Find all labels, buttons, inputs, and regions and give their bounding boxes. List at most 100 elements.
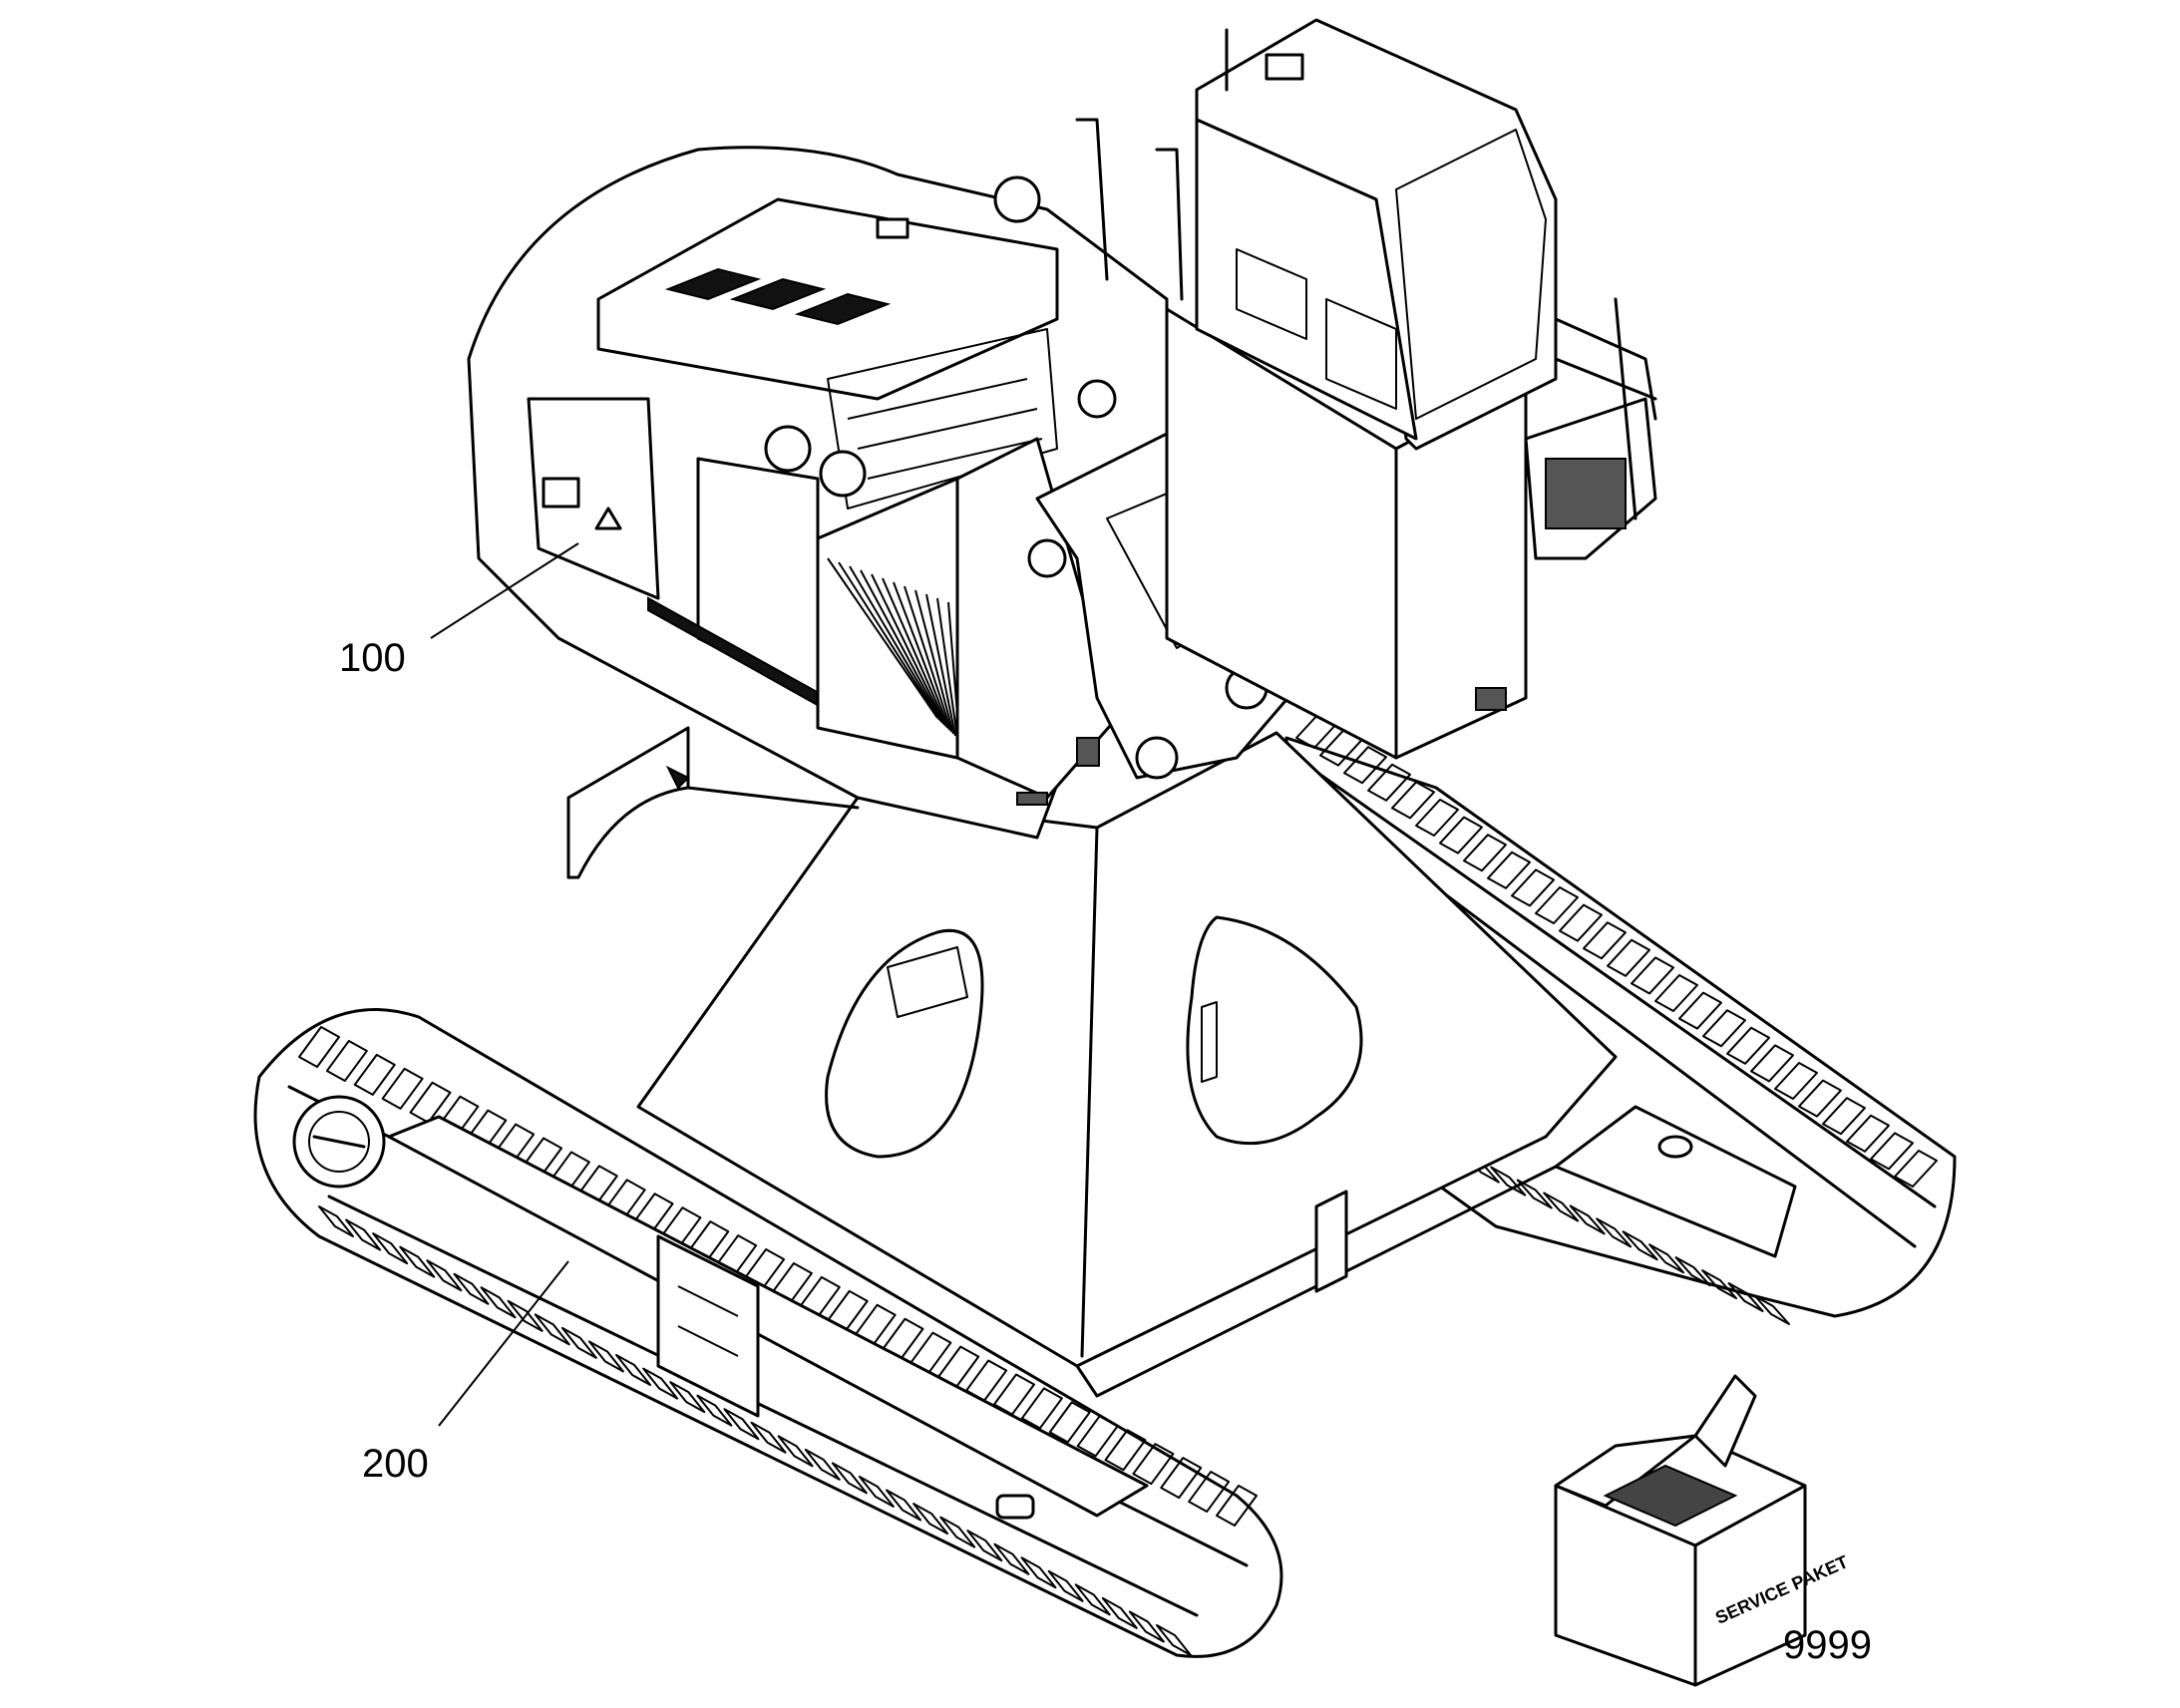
track-shoe xyxy=(1047,1569,1084,1602)
track-shoe xyxy=(1343,746,1387,785)
track-shoe xyxy=(1048,1401,1091,1444)
track-shoe xyxy=(1020,1556,1057,1589)
track-shoe xyxy=(642,1367,679,1400)
track-shoe xyxy=(1511,868,1555,907)
track-shoe xyxy=(966,1530,1003,1562)
track-shoe xyxy=(1439,816,1483,854)
track-shoe xyxy=(1701,1269,1738,1300)
track-shoe xyxy=(1104,1429,1147,1472)
track-shoe xyxy=(1754,1295,1790,1325)
track-shoe xyxy=(372,1232,409,1265)
grille-slat xyxy=(827,557,938,719)
track-shoe xyxy=(939,1516,976,1548)
track-shoe xyxy=(1367,763,1411,802)
leader-line-100 xyxy=(430,542,579,639)
track-shoe xyxy=(507,1299,544,1332)
track-shoe xyxy=(1101,1596,1138,1629)
track-shoe xyxy=(1535,886,1579,924)
track-shoe xyxy=(318,1205,354,1237)
track-shoe xyxy=(1516,1179,1553,1209)
track-shoe xyxy=(1727,1282,1764,1313)
track-shoe xyxy=(480,1286,517,1319)
callout-label-100: 100 xyxy=(339,636,406,680)
track-shoe xyxy=(1132,1443,1175,1486)
track-shoe xyxy=(1216,1485,1258,1527)
track-shoe xyxy=(399,1245,436,1278)
track-shoe xyxy=(1596,1217,1633,1248)
grille-slat xyxy=(936,597,958,739)
upper-carriage xyxy=(467,18,1657,840)
track-shoe xyxy=(1487,851,1531,889)
track-shoe xyxy=(1846,1114,1890,1153)
grille-slat xyxy=(849,565,942,723)
track-shoe xyxy=(1648,1243,1685,1274)
grille-slat xyxy=(871,573,946,727)
track-shoe xyxy=(1674,1256,1711,1287)
service-box: SERVICE PAKET xyxy=(1554,1374,1851,1687)
grille-slat xyxy=(882,577,948,729)
track-shoe xyxy=(1569,1204,1606,1235)
track-shoe xyxy=(1490,1166,1527,1196)
track-shoe xyxy=(750,1421,787,1454)
track-shoe xyxy=(886,1489,922,1522)
track-shoe xyxy=(298,1026,340,1068)
leader-line-200 xyxy=(438,1260,569,1427)
track-shoe xyxy=(426,1259,463,1292)
track-shoe xyxy=(831,1462,868,1495)
track-shoe xyxy=(1583,921,1627,960)
track-shoe xyxy=(453,1272,490,1305)
track-shoe xyxy=(1702,1009,1746,1048)
track-shoe xyxy=(1774,1062,1818,1100)
track-shoe xyxy=(912,1503,949,1536)
left-crawler-track xyxy=(253,1008,1283,1658)
grille-slat xyxy=(914,589,954,735)
track-shoe xyxy=(1076,1415,1119,1458)
track-shoe xyxy=(381,1067,424,1110)
undercarriage-frame xyxy=(566,726,1618,1398)
track-shoe xyxy=(534,1313,570,1346)
track-shoe xyxy=(1020,1387,1063,1430)
grille-slat xyxy=(925,593,956,737)
grille-slat xyxy=(838,561,940,721)
track-shoe xyxy=(1870,1132,1914,1171)
track-shoe xyxy=(1622,1230,1658,1261)
track-shoe xyxy=(615,1354,652,1387)
track-shoe xyxy=(1726,1026,1770,1065)
track-shoe xyxy=(1415,799,1459,837)
track-shoe xyxy=(1631,956,1674,995)
track-shoe xyxy=(993,1542,1030,1575)
track-shoe xyxy=(587,1340,624,1373)
callout-label-200: 200 xyxy=(362,1442,429,1486)
track-shoe xyxy=(1678,991,1722,1030)
track-shoe xyxy=(723,1408,760,1441)
grille-slat xyxy=(860,569,944,725)
track-shoe xyxy=(1654,974,1698,1012)
track-shoe xyxy=(1074,1583,1111,1616)
track-shoe xyxy=(1128,1610,1165,1643)
track-shoe xyxy=(696,1394,733,1427)
track-shoe xyxy=(1750,1044,1794,1083)
track-shoe xyxy=(1607,938,1650,977)
track-shoe xyxy=(777,1435,814,1468)
track-shoe xyxy=(804,1448,841,1481)
callout-label-9999: 9999 xyxy=(1783,1623,1872,1667)
track-shoe xyxy=(669,1381,706,1414)
track-shoe xyxy=(858,1475,895,1508)
track-shoe xyxy=(1160,1457,1203,1500)
grille-slat xyxy=(904,585,952,733)
grille-slat xyxy=(893,581,950,731)
track-shoe xyxy=(345,1218,382,1251)
track-shoe xyxy=(409,1081,452,1124)
track-shoe xyxy=(1798,1079,1842,1118)
track-shoe xyxy=(1822,1097,1866,1136)
track-shoe xyxy=(353,1053,396,1096)
track-shoe xyxy=(1156,1624,1192,1656)
track-shoe xyxy=(1559,903,1603,942)
track-shoe xyxy=(1188,1471,1231,1514)
track-shoe xyxy=(1543,1192,1580,1222)
track-shoe xyxy=(560,1326,597,1359)
track-shoe xyxy=(1463,834,1507,872)
track-shoe xyxy=(1391,781,1435,820)
track-shoe xyxy=(1894,1150,1938,1188)
